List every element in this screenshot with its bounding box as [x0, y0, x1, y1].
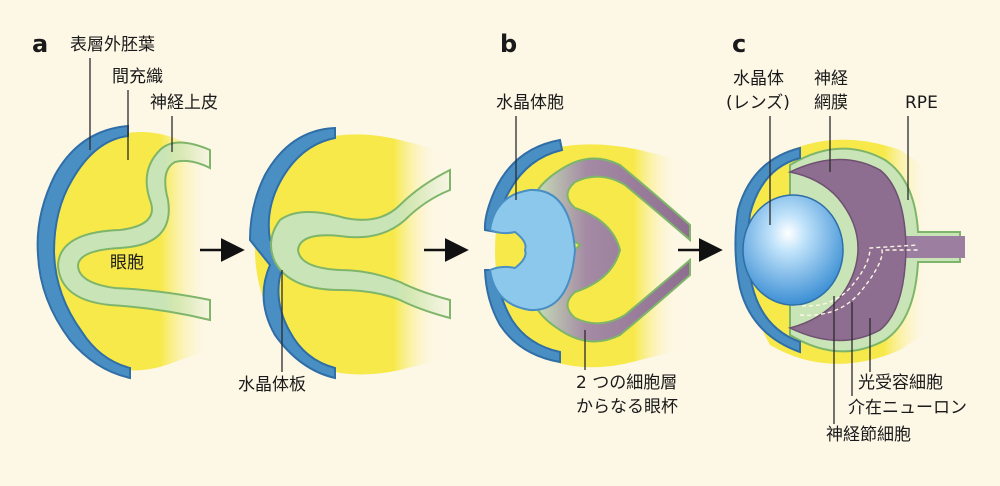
ganglion-layer-c — [794, 244, 919, 307]
label-retina-line2: 網膜 — [814, 93, 848, 113]
panel-c: c 水晶体 (レンズ) 神経 網膜 RPE 光受容細胞 介在ニューロン 神経節細… — [726, 30, 967, 445]
surface-ectoderm-a — [36, 124, 131, 380]
panel-a: a 表層外胚葉 間充織 神経上皮 眼胞 — [32, 30, 218, 380]
label-retina-line1: 神経 — [814, 69, 848, 89]
label-lens-placode: 水晶体板 — [238, 375, 306, 395]
panel-b: b 水晶体胞 2 つの細胞層 からなる眼杯 — [483, 30, 691, 417]
label-lens-vesicle: 水晶体胞 — [496, 93, 564, 113]
label-lens-line1: 水晶体 — [733, 69, 784, 89]
label-interneuron: 介在ニューロン — [848, 398, 967, 418]
neural-retina-c — [787, 158, 907, 342]
label-rpe: RPE — [905, 93, 938, 113]
label-optic-cup-line1: 2 つの細胞層 — [576, 373, 677, 393]
optic-nerve-c — [905, 236, 965, 258]
optic-vesicle-placode — [270, 168, 451, 320]
label-optic-vesicle: 眼胞 — [110, 253, 144, 273]
label-neuroepithelium: 神経上皮 — [150, 93, 218, 113]
panel-letter-a: a — [32, 30, 48, 58]
lens-c — [742, 194, 844, 306]
surface-ectoderm-placode — [248, 126, 336, 380]
panel-letter-b: b — [500, 30, 517, 58]
label-surface-ectoderm: 表層外胚葉 — [70, 35, 155, 55]
label-photoreceptor: 光受容細胞 — [858, 373, 943, 393]
interneuron-layer-c — [799, 249, 918, 316]
label-lens-line2: (レンズ) — [726, 93, 790, 113]
lens-vesicle-b — [488, 188, 577, 312]
label-optic-cup-line2: からなる眼杯 — [576, 397, 678, 417]
panel-lens-placode: 水晶体板 — [238, 126, 451, 395]
panel-letter-c: c — [732, 30, 746, 58]
label-ganglion: 神経節細胞 — [826, 425, 911, 445]
label-mesenchyme: 間充織 — [112, 67, 163, 87]
optic-vesicle-a — [56, 141, 211, 322]
mesenchyme-region-placode — [255, 134, 440, 375]
cornea-c — [734, 146, 801, 354]
